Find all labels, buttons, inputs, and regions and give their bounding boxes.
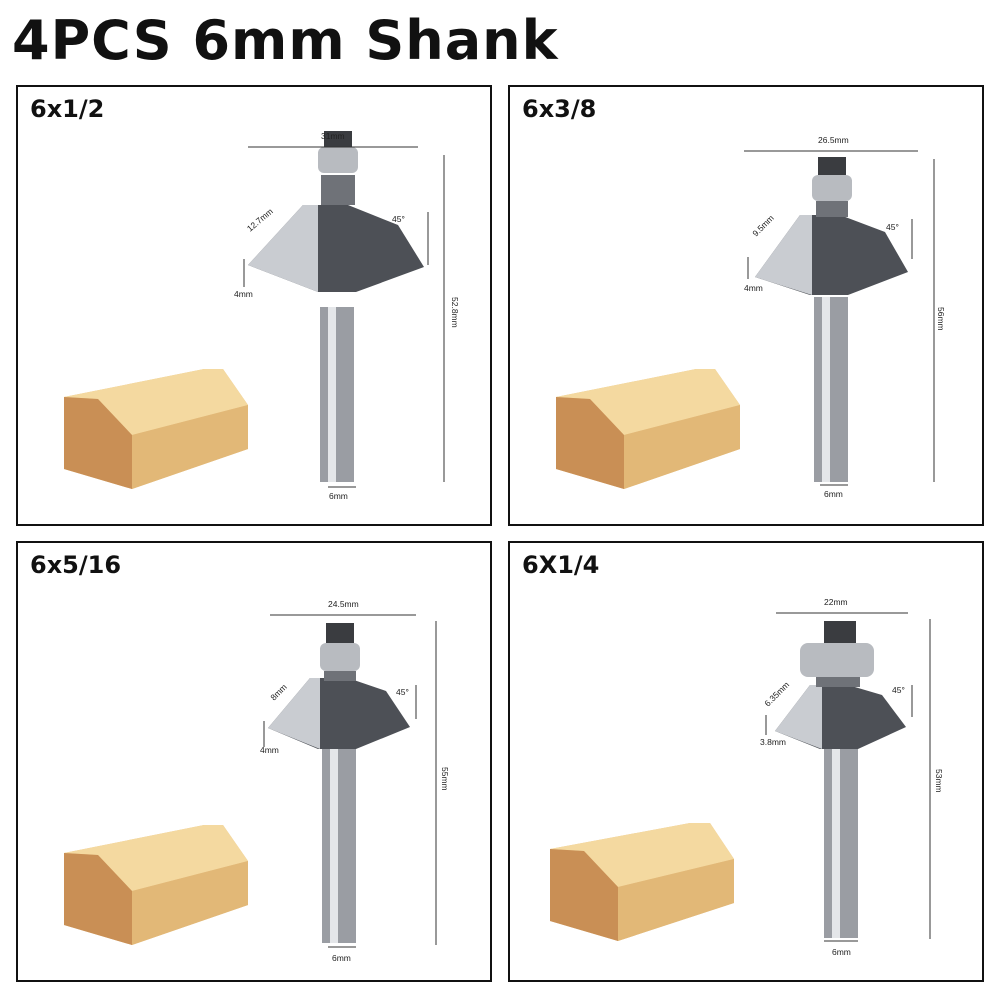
dim-bottom-height: 3.8mm <box>760 737 786 747</box>
dim-cut-width: 31mm <box>321 131 345 141</box>
dim-cut-width: 26.5mm <box>818 135 849 145</box>
dim-bottom-height: 4mm <box>744 283 763 293</box>
dim-angle: 45° <box>892 685 905 695</box>
dim-total-length: 56mm <box>936 307 946 331</box>
panel-size-label: 6X1/4 <box>522 551 600 579</box>
dim-bottom-height: 4mm <box>234 289 253 299</box>
product-panel-3: 6x5/16 24.5mm 8mm 45° 4mm 55mm <box>16 541 492 982</box>
panel-size-label: 6x1/2 <box>30 95 105 123</box>
wood-sample-icon <box>64 369 248 489</box>
page-title: 4PCS 6mm Shank <box>12 9 559 72</box>
dim-shank: 6mm <box>329 491 348 501</box>
wood-sample-icon <box>556 369 740 489</box>
dim-cut-width: 24.5mm <box>328 599 359 609</box>
dim-shank: 6mm <box>832 947 851 957</box>
dim-shank: 6mm <box>824 489 843 499</box>
dim-cut-height: 6.35mm <box>762 680 791 709</box>
dim-cut-height: 12.7mm <box>245 206 275 233</box>
router-bit-icon <box>248 131 424 482</box>
dim-total-length: 55mm <box>440 767 450 791</box>
router-bit-icon <box>775 621 906 938</box>
dim-angle: 45° <box>886 222 899 232</box>
wood-sample-icon <box>64 825 248 945</box>
router-bit-icon <box>755 157 908 482</box>
router-bit-illustration: 22mm 6.35mm 45° 3.8mm 53mm 6mm <box>550 597 944 957</box>
router-bit-icon <box>268 623 410 943</box>
panel-size-label: 6x5/16 <box>30 551 122 579</box>
dim-angle: 45° <box>396 687 409 697</box>
router-bit-illustration: 26.5mm 9.5mm 45° 4mm 56mm 6mm <box>556 135 946 499</box>
router-bit-illustration: 24.5mm 8mm 45° 4mm 55mm 6mm <box>64 599 450 963</box>
dim-angle: 45° <box>392 214 405 224</box>
dim-shank: 6mm <box>332 953 351 963</box>
dim-cut-height: 9.5mm <box>750 213 775 238</box>
product-panel-4: 6X1/4 22mm 6.35mm 45° 3.8mm 53mm <box>508 541 984 982</box>
product-panel-1: 6x1/2 31mm 12.7mm 45° 4m <box>16 85 492 526</box>
wood-sample-icon <box>550 823 734 941</box>
dim-total-length: 53mm <box>934 769 944 793</box>
panel-size-label: 6x3/8 <box>522 95 597 123</box>
product-panel-2: 6x3/8 26.5mm 9.5mm 45° 4mm 56mm <box>508 85 984 526</box>
dim-cut-height: 8mm <box>268 682 288 702</box>
router-bit-illustration: 31mm 12.7mm 45° 4mm 52.8mm 6mm <box>64 131 460 501</box>
dim-bottom-height: 4mm <box>260 745 279 755</box>
dim-cut-width: 22mm <box>824 597 848 607</box>
dim-total-length: 52.8mm <box>450 297 460 328</box>
